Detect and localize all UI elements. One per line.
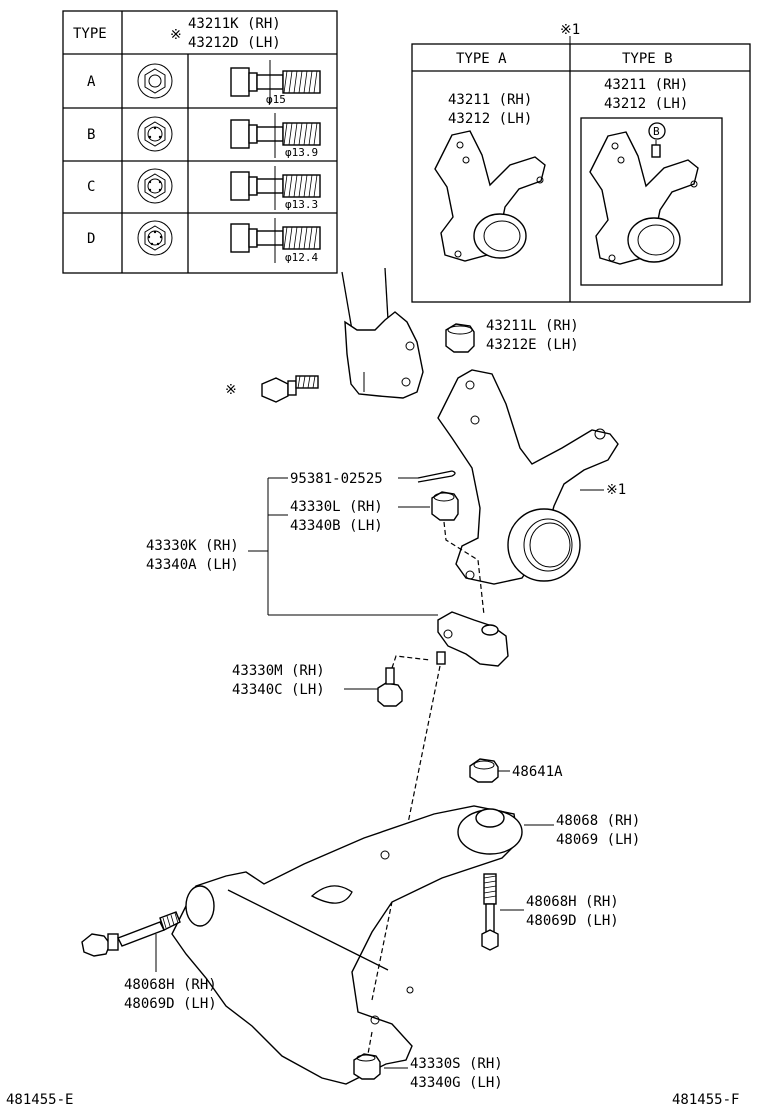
knuckle-a-lh: 43212 (LH) xyxy=(448,111,532,127)
top-nut-rh: 43211L (RH) xyxy=(486,318,579,334)
bolt-diameter-c: φ13.3 xyxy=(285,198,318,211)
right-bolt-lh: 48069D (LH) xyxy=(526,913,619,929)
knuckle-bolt xyxy=(261,375,319,403)
bolt-side-view-d xyxy=(230,218,321,263)
lower-control-arm xyxy=(171,805,523,1085)
bolt-head-end-view-b xyxy=(137,116,173,152)
bolt-diameter-d: φ12.4 xyxy=(285,251,318,264)
footer-code-right: 481455-F xyxy=(672,1092,739,1108)
left-arm-bolt xyxy=(81,911,181,957)
knuckle-type-b-drawing xyxy=(589,131,699,265)
cotter-pin-label: 95381-02525 xyxy=(290,471,383,487)
castle-nut-lh: 43340B (LH) xyxy=(290,518,383,534)
bj-bolt-rh: 43330M (RH) xyxy=(232,663,325,679)
bj-bolt-lh: 43340C (LH) xyxy=(232,682,325,698)
knuckle-table-frame xyxy=(411,43,751,303)
bolt-head-end-view-c xyxy=(137,168,173,204)
footer-code-left: 481455-E xyxy=(6,1092,73,1108)
bolt-table-mark: ※ xyxy=(170,27,182,43)
left-bolt-lh: 48069D (LH) xyxy=(124,996,217,1012)
bolt-type-d-label: D xyxy=(87,231,95,247)
knuckle-b-detail-frame xyxy=(580,117,723,286)
strut-bracket xyxy=(341,267,424,399)
bolt-table-type-header: TYPE xyxy=(73,26,107,42)
castle-nut-rh: 43330L (RH) xyxy=(290,499,383,515)
knuckle-type-table: ※1 TYPE A TYPE B 43211 (RH) 43212 (LH) 4… xyxy=(411,22,751,303)
cotter-pin xyxy=(417,470,456,483)
steering-knuckle xyxy=(437,369,619,585)
right-arm-bolt xyxy=(481,873,499,951)
bolt-head-end-view-a xyxy=(137,63,173,99)
knuckle-a-rh: 43211 (RH) xyxy=(448,92,532,108)
bolt-type-c-label: C xyxy=(87,179,95,195)
bushing-rh: 48068 (RH) xyxy=(556,813,640,829)
ball-joint xyxy=(436,611,509,667)
knuckle-bolt-mark: ※ xyxy=(225,382,237,398)
knuckle-table-mark: ※1 xyxy=(560,22,580,38)
nut-48641a xyxy=(469,758,499,783)
bolt-diameter-a: φ15 xyxy=(266,93,286,106)
bolt-side-view-c xyxy=(230,166,321,210)
right-bolt-rh: 48068H (RH) xyxy=(526,894,619,910)
bolt-type-a-label: A xyxy=(87,74,96,90)
knuckle-b-rh: 43211 (RH) xyxy=(604,77,688,93)
knuckle-type-b-header: TYPE B xyxy=(622,51,673,67)
nut-48641a-label: 48641A xyxy=(512,764,563,780)
top-nut-lh: 43212E (LH) xyxy=(486,337,579,353)
callout-b-circle xyxy=(648,122,666,140)
bolt-side-view-a xyxy=(230,60,321,104)
bottom-nut-rh: 43330S (RH) xyxy=(410,1056,503,1072)
bolt-diameter-b: φ13.9 xyxy=(285,146,318,159)
ball-joint-lh: 43340A (LH) xyxy=(146,557,239,573)
bolt-table-frame xyxy=(62,10,338,274)
bolt-head-end-view-d xyxy=(137,220,173,256)
bottom-nut xyxy=(353,1031,381,1080)
castle-nut xyxy=(431,491,459,521)
bolt-side-view-b xyxy=(230,113,321,158)
knuckle-b-callout: B xyxy=(653,125,660,138)
knuckle-b-lh: 43212 (LH) xyxy=(604,96,688,112)
bolt-table-part-rh: 43211K (RH) xyxy=(188,16,281,32)
bottom-nut-lh: 43340G (LH) xyxy=(410,1075,503,1091)
bolt-type-table: TYPE ※ 43211K (RH) 43212D (LH) A B C D φ… xyxy=(62,10,338,274)
bolt-table-part-lh: 43212D (LH) xyxy=(188,35,281,51)
left-bolt-rh: 48068H (RH) xyxy=(124,977,217,993)
knuckle-mark: ※1 xyxy=(606,482,626,498)
knuckle-type-a-header: TYPE A xyxy=(456,51,507,67)
ball-joint-bolt xyxy=(377,655,431,707)
top-nut xyxy=(445,323,475,353)
bushing-lh: 48069 (LH) xyxy=(556,832,640,848)
ball-joint-rh: 43330K (RH) xyxy=(146,538,239,554)
knuckle-type-a-drawing xyxy=(434,130,546,262)
bolt-type-b-label: B xyxy=(87,127,95,143)
